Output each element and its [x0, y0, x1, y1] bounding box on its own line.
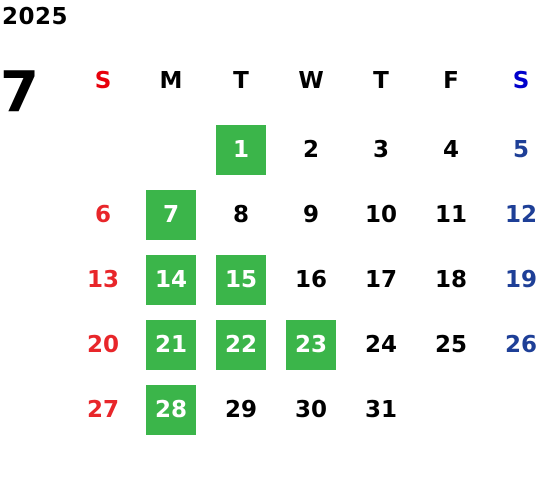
day-cell-22: 22 [216, 320, 266, 370]
day-cell-26: 26 [504, 332, 537, 358]
day-cell-10: 10 [364, 202, 397, 228]
day-cell-9: 9 [302, 202, 319, 228]
weekday-label-wednesday: W [298, 68, 324, 94]
weekday-label-thursday: T [373, 68, 389, 94]
day-cell-19: 19 [504, 267, 537, 293]
day-cell-11: 11 [434, 202, 467, 228]
day-cell-27: 27 [86, 397, 119, 423]
day-cell-12: 12 [504, 202, 537, 228]
day-cell-23: 23 [286, 320, 336, 370]
day-cell-20: 20 [86, 332, 119, 358]
weekday-label-tuesday: T [233, 68, 249, 94]
day-cell-24: 24 [364, 332, 397, 358]
day-cell-3: 3 [372, 137, 389, 163]
day-cell-1: 1 [216, 125, 266, 175]
day-cell-17: 17 [364, 267, 397, 293]
day-cell-30: 30 [294, 397, 327, 423]
month-number: 7 [0, 60, 39, 125]
day-cell-8: 8 [232, 202, 249, 228]
day-cell-18: 18 [434, 267, 467, 293]
weekday-label-saturday: S [512, 68, 530, 94]
year-label: 2025 [2, 4, 69, 30]
day-cell-7: 7 [146, 190, 196, 240]
day-cell-16: 16 [294, 267, 327, 293]
day-cell-4: 4 [442, 137, 459, 163]
weekday-label-sunday: S [94, 68, 112, 94]
day-cell-29: 29 [224, 397, 257, 423]
day-cell-2: 2 [302, 137, 319, 163]
day-cell-21: 21 [146, 320, 196, 370]
day-cell-6: 6 [94, 202, 111, 228]
weekday-label-monday: M [159, 68, 183, 94]
day-cell-28: 28 [146, 385, 196, 435]
day-cell-5: 5 [512, 137, 529, 163]
day-cell-14: 14 [146, 255, 196, 305]
day-cell-25: 25 [434, 332, 467, 358]
day-cell-15: 15 [216, 255, 266, 305]
weekday-label-friday: F [443, 68, 459, 94]
day-cell-31: 31 [364, 397, 397, 423]
day-cell-13: 13 [86, 267, 119, 293]
